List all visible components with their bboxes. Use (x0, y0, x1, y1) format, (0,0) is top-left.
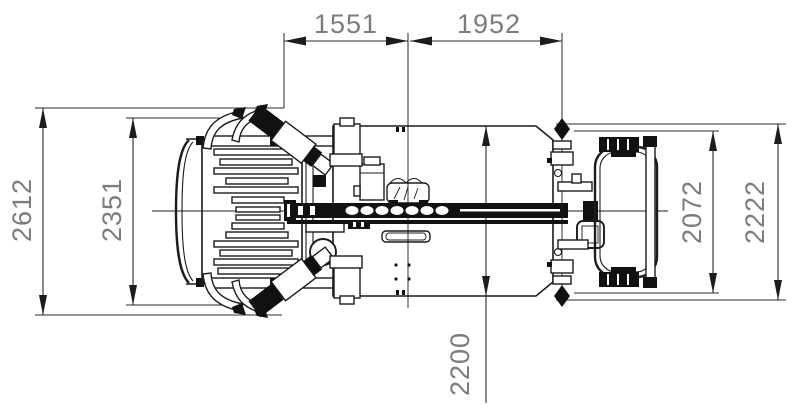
dimension-right-2072: 2072 (677, 131, 717, 293)
arrow-up-icon (774, 124, 782, 144)
rim-flange (645, 140, 656, 284)
extension-lines (35, 33, 786, 316)
gearbox (353, 156, 385, 201)
arrow-up-icon (129, 118, 137, 138)
top-cylinder-arm (248, 104, 335, 176)
arrow-up-icon (39, 108, 47, 128)
arrow-down-icon (774, 280, 782, 300)
arrow-down-icon (482, 276, 490, 296)
arrow-up-icon (482, 126, 490, 146)
dim-label-2222: 2222 (740, 180, 770, 244)
tread-bottom (599, 272, 639, 287)
dimension-annotations: 1551 1952 2612 2351 2072 (7, 9, 786, 403)
arrow-left-icon (284, 36, 306, 46)
dimension-top-1551: 1551 (284, 9, 408, 46)
arrow-left-icon (410, 36, 432, 46)
dimension-bottom-2200: 2200 (445, 126, 490, 403)
dim-label-1551: 1551 (314, 9, 378, 39)
dim-label-2072: 2072 (677, 180, 707, 244)
top-arm-bracket (329, 117, 363, 167)
lower-tray (381, 230, 431, 243)
dimension-left-2612: 2612 (7, 108, 47, 315)
arrow-up-icon (709, 131, 717, 151)
arrow-down-icon (39, 295, 47, 315)
bottom-arm-bracket (329, 255, 363, 305)
dim-label-2612: 2612 (7, 178, 37, 242)
dim-label-2200: 2200 (445, 332, 475, 396)
dimension-top-1952: 1952 (410, 9, 562, 46)
right-wheel (593, 136, 659, 288)
drive-shaft (284, 200, 568, 229)
hood-deflector (174, 136, 206, 287)
tread-top (599, 137, 639, 152)
axle-top-joint (554, 118, 570, 140)
axle-bottom-joint (554, 285, 570, 307)
arrow-down-icon (129, 285, 137, 305)
dim-label-1952: 1952 (457, 9, 521, 39)
bottom-cylinder-arm (248, 246, 335, 318)
drum-slats (213, 148, 299, 275)
arrow-down-icon (709, 273, 717, 293)
dimension-right-2222: 2222 (740, 124, 782, 300)
dim-label-2351: 2351 (97, 178, 127, 242)
dimension-left-2351: 2351 (97, 118, 137, 305)
arrow-right-icon (540, 36, 562, 46)
machine-drawing (152, 104, 668, 318)
arrow-right-icon (386, 36, 408, 46)
center-marks (394, 127, 411, 295)
